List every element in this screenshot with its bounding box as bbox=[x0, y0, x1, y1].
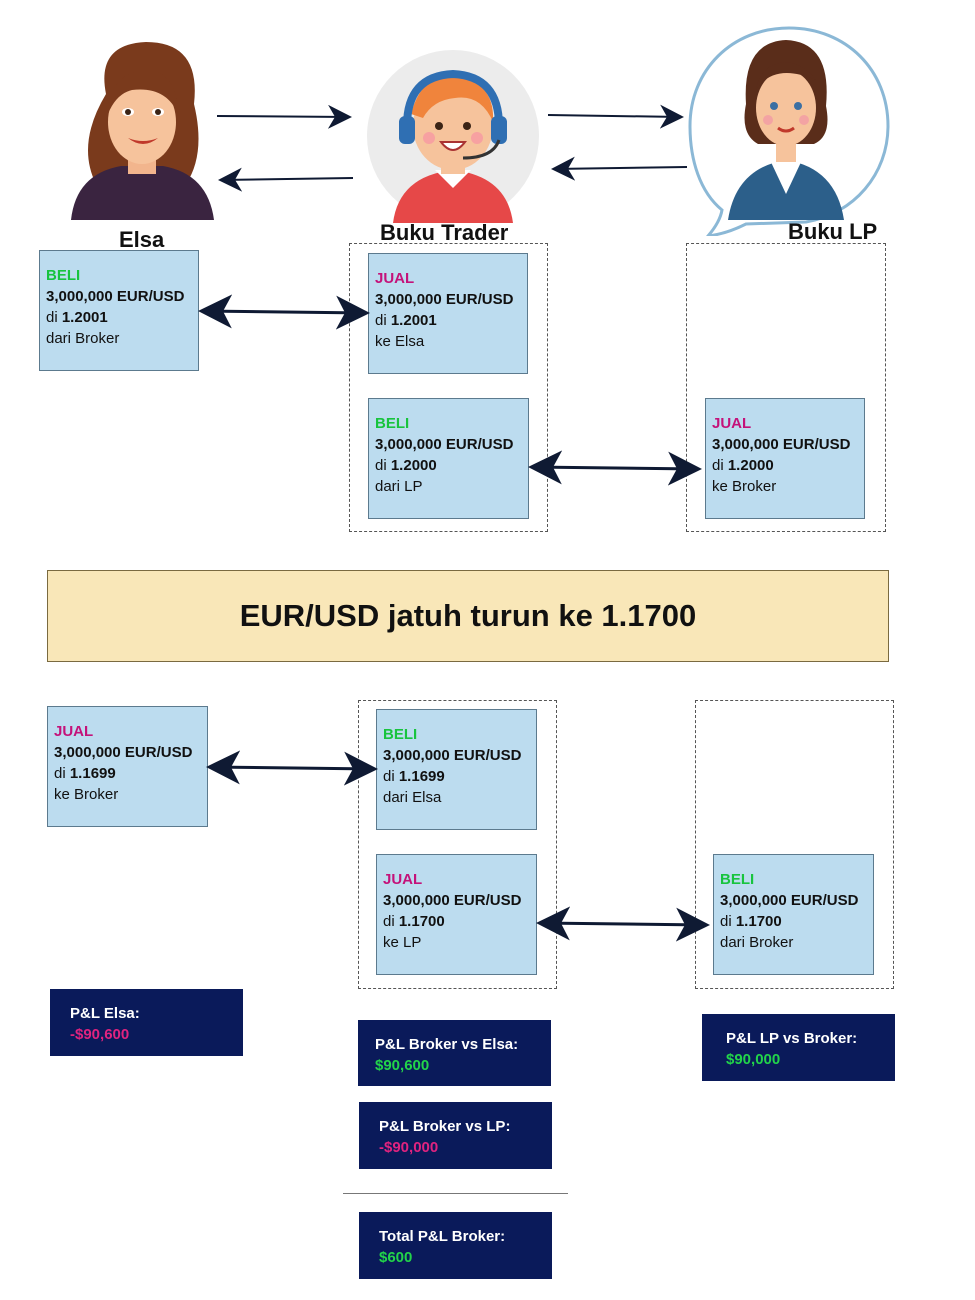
trade-party: dari Elsa bbox=[383, 789, 442, 806]
trade-side: BELI bbox=[720, 871, 755, 888]
elsa-sell-trade-box: JUAL 3,000,000 EUR/USD di 1.1699 ke Brok… bbox=[47, 706, 208, 827]
pnl-value: -$90,000 bbox=[379, 1139, 439, 1156]
price-prefix: di bbox=[720, 913, 736, 930]
trade-side: JUAL bbox=[712, 415, 752, 432]
pnl-broker-vs-lp-box: P&L Broker vs LP: -$90,000 bbox=[359, 1102, 552, 1169]
trade-price: 1.1700 bbox=[735, 913, 782, 930]
trade-party: dari Broker bbox=[46, 330, 120, 347]
order-flow-arrow bbox=[551, 156, 688, 181]
trade-amount: 3,000,000 EUR/USD bbox=[46, 288, 185, 305]
price-prefix: di bbox=[46, 309, 62, 326]
trader-sell-to-lp-trade-box: JUAL 3,000,000 EUR/USD di 1.1700 ke LP bbox=[376, 854, 537, 975]
pnl-label: Total P&L Broker: bbox=[379, 1228, 506, 1245]
total-divider bbox=[343, 1193, 568, 1194]
trade-link-arrow bbox=[528, 450, 702, 486]
trade-side: JUAL bbox=[375, 270, 415, 287]
pnl-value: $90,000 bbox=[726, 1051, 781, 1068]
price-prefix: di bbox=[54, 765, 70, 782]
trade-party: ke Broker bbox=[54, 786, 119, 803]
trader-buy-trade-box: BELI 3,000,000 EUR/USD di 1.2000 dari LP bbox=[368, 398, 529, 519]
pnl-total-broker-box: Total P&L Broker: $600 bbox=[359, 1212, 552, 1279]
trader-sell-trade-box: JUAL 3,000,000 EUR/USD di 1.2001 ke Elsa bbox=[368, 253, 528, 374]
lp-avatar-speech-bubble-icon bbox=[688, 26, 890, 236]
trade-party: ke Broker bbox=[712, 478, 777, 495]
trade-price: 1.2001 bbox=[61, 309, 108, 326]
trade-party: dari Broker bbox=[720, 934, 794, 951]
trade-amount: 3,000,000 EUR/USD bbox=[383, 892, 522, 909]
price-prefix: di bbox=[375, 457, 391, 474]
pnl-label: P&L LP vs Broker: bbox=[726, 1030, 858, 1047]
trader-buy-from-elsa-trade-box: BELI 3,000,000 EUR/USD di 1.1699 dari El… bbox=[376, 709, 537, 830]
order-flow-arrow bbox=[216, 104, 352, 129]
pnl-value: $90,600 bbox=[375, 1057, 430, 1074]
lp-sell-trade-box: JUAL 3,000,000 EUR/USD di 1.2000 ke Brok… bbox=[705, 398, 865, 519]
trade-price: 1.1699 bbox=[69, 765, 116, 782]
trade-party: ke LP bbox=[383, 934, 422, 951]
pnl-elsa-box: P&L Elsa: -$90,600 bbox=[50, 989, 243, 1056]
pnl-value: -$90,600 bbox=[70, 1026, 130, 1043]
lp-book-top-container bbox=[686, 243, 886, 532]
elsa-label: Elsa bbox=[119, 227, 165, 252]
price-prefix: di bbox=[383, 768, 399, 785]
trade-link-arrow bbox=[536, 906, 710, 942]
trade-link-arrow bbox=[198, 294, 370, 330]
trade-amount: 3,000,000 EUR/USD bbox=[54, 744, 193, 761]
trade-price: 1.2001 bbox=[390, 312, 437, 329]
trade-party: dari LP bbox=[375, 478, 423, 495]
pnl-value: $600 bbox=[379, 1249, 413, 1266]
order-flow-arrow bbox=[218, 167, 354, 192]
price-prefix: di bbox=[712, 457, 728, 474]
trade-amount: 3,000,000 EUR/USD bbox=[712, 436, 851, 453]
trade-side: BELI bbox=[375, 415, 410, 432]
lp-book-bottom-container bbox=[695, 700, 894, 989]
trader-book-bottom-container bbox=[358, 700, 557, 989]
trade-side: JUAL bbox=[54, 723, 94, 740]
trade-price: 1.2000 bbox=[727, 457, 774, 474]
trader-label: Buku Trader bbox=[380, 220, 509, 245]
trade-price: 1.1699 bbox=[398, 768, 445, 785]
price-prefix: di bbox=[383, 913, 399, 930]
trade-price: 1.1700 bbox=[398, 913, 445, 930]
order-flow-arrow bbox=[547, 104, 684, 129]
lp-label: Buku LP bbox=[788, 219, 878, 244]
trade-amount: 3,000,000 EUR/USD bbox=[375, 436, 514, 453]
trade-amount: 3,000,000 EUR/USD bbox=[383, 747, 522, 764]
trade-side: BELI bbox=[46, 267, 81, 284]
elsa-avatar-icon bbox=[71, 42, 214, 220]
price-move-banner: EUR/USD jatuh turun ke 1.1700 bbox=[47, 570, 889, 662]
trade-amount: 3,000,000 EUR/USD bbox=[720, 892, 859, 909]
trade-price: 1.2000 bbox=[390, 457, 437, 474]
pnl-label: P&L Broker vs Elsa: bbox=[375, 1036, 519, 1053]
pnl-label: P&L Elsa: bbox=[70, 1005, 140, 1022]
trade-link-arrow bbox=[206, 750, 378, 786]
trader-headset-avatar-icon bbox=[367, 50, 539, 223]
pnl-broker-vs-elsa-box: P&L Broker vs Elsa: $90,600 bbox=[358, 1020, 551, 1086]
pnl-lp-vs-broker-box: P&L LP vs Broker: $90,000 bbox=[702, 1014, 895, 1081]
elsa-buy-trade-box: BELI 3,000,000 EUR/USD di 1.2001 dari Br… bbox=[39, 250, 199, 371]
trade-side: BELI bbox=[383, 726, 418, 743]
pnl-label: P&L Broker vs LP: bbox=[379, 1118, 511, 1135]
trade-amount: 3,000,000 EUR/USD bbox=[375, 291, 514, 308]
trader-book-top-container bbox=[349, 243, 548, 532]
price-prefix: di bbox=[375, 312, 391, 329]
trade-party: ke Elsa bbox=[375, 333, 425, 350]
lp-buy-trade-box: BELI 3,000,000 EUR/USD di 1.1700 dari Br… bbox=[713, 854, 874, 975]
trade-side: JUAL bbox=[383, 871, 423, 888]
